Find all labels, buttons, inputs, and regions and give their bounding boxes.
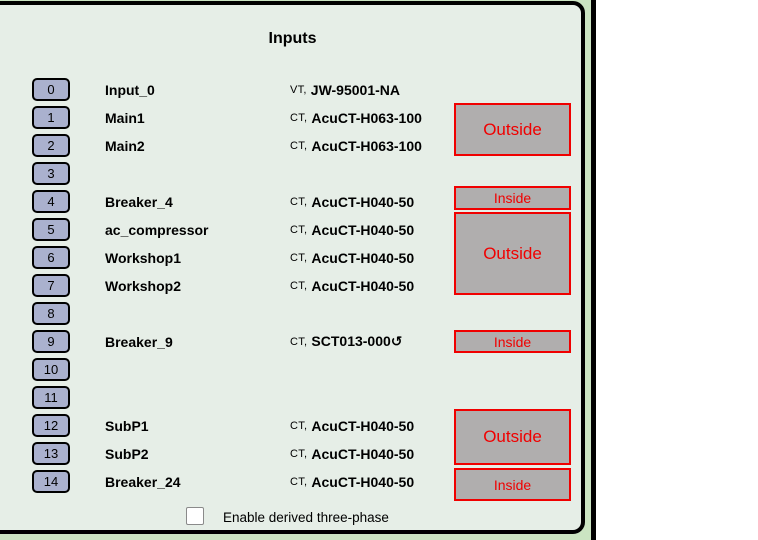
input-row: 0 Input_0 VT,JW-95001-NA — [0, 78, 585, 101]
sensor-type: VT, — [290, 83, 307, 96]
input-row: 13 SubP2 CT,AcuCT-H040-50 — [0, 442, 585, 465]
input-row: 5 ac_compressor CT,AcuCT-H040-50 — [0, 218, 585, 241]
input-name: SubP2 — [105, 445, 149, 462]
sensor-info: CT,AcuCT-H040-50 — [290, 274, 414, 297]
sensor-type: CT, — [290, 195, 308, 208]
input-name: Breaker_9 — [105, 333, 173, 350]
input-row: 14 Breaker_24 CT,AcuCT-H040-50 — [0, 470, 585, 493]
channel-button-2[interactable]: 2 — [32, 134, 70, 157]
sensor-model: AcuCT-H040-50 — [311, 473, 415, 490]
sensor-info: CT,SCT013-000↺ — [290, 330, 403, 353]
input-row: 11 — [0, 386, 585, 409]
sensor-model: AcuCT-H040-50 — [311, 277, 415, 294]
channel-button-11[interactable]: 11 — [32, 386, 70, 409]
sensor-type: CT, — [290, 223, 308, 236]
sensor-info — [290, 386, 294, 409]
sensor-info: CT,AcuCT-H040-50 — [290, 414, 414, 437]
input-row: 4 Breaker_4 CT,AcuCT-H040-50 — [0, 190, 585, 213]
channel-button-12[interactable]: 12 — [32, 414, 70, 437]
window-edge-line — [591, 0, 596, 540]
sensor-model: AcuCT-H063-100 — [311, 109, 422, 126]
input-row: 3 — [0, 162, 585, 185]
sensor-type: CT, — [290, 447, 308, 460]
location-box-inside[interactable]: Inside — [454, 330, 571, 353]
sensor-model: AcuCT-H040-50 — [311, 193, 415, 210]
sensor-type: CT, — [290, 335, 308, 348]
input-name: Breaker_24 — [105, 473, 181, 490]
sensor-info: CT,AcuCT-H040-50 — [290, 442, 414, 465]
channel-button-9[interactable]: 9 — [32, 330, 70, 353]
channel-button-6[interactable]: 6 — [32, 246, 70, 269]
sensor-model: AcuCT-H040-50 — [311, 445, 415, 462]
sensor-info: CT,AcuCT-H063-100 — [290, 106, 422, 129]
sensor-model: AcuCT-H040-50 — [311, 249, 415, 266]
sensor-info — [290, 162, 294, 185]
sensor-type: CT, — [290, 419, 308, 432]
sensor-model: SCT013-000↺ — [311, 333, 403, 349]
channel-button-4[interactable]: 4 — [32, 190, 70, 213]
channel-button-13[interactable]: 13 — [32, 442, 70, 465]
channel-button-0[interactable]: 0 — [32, 78, 70, 101]
input-name: Input_0 — [105, 81, 155, 98]
derived-three-phase-checkbox[interactable] — [186, 507, 204, 525]
sensor-info: CT,AcuCT-H040-50 — [290, 190, 414, 213]
sensor-info: CT,AcuCT-H040-50 — [290, 218, 414, 241]
sensor-type: CT, — [290, 139, 308, 152]
channel-button-8[interactable]: 8 — [32, 302, 70, 325]
input-name: Workshop2 — [105, 277, 181, 294]
location-box-inside[interactable]: Inside — [454, 468, 571, 501]
sensor-type: CT, — [290, 251, 308, 264]
input-name: Breaker_4 — [105, 193, 173, 210]
sensor-model: JW-95001-NA — [310, 81, 400, 98]
sensor-info: VT,JW-95001-NA — [290, 78, 400, 101]
channel-button-3[interactable]: 3 — [32, 162, 70, 185]
input-name: SubP1 — [105, 417, 149, 434]
derived-three-phase-label: Enable derived three-phase — [223, 509, 389, 525]
sensor-model: AcuCT-H040-50 — [311, 417, 415, 434]
sensor-model: AcuCT-H063-100 — [311, 137, 422, 154]
channel-button-5[interactable]: 5 — [32, 218, 70, 241]
input-row: 1 Main1 CT,AcuCT-H063-100 — [0, 106, 585, 129]
channel-button-10[interactable]: 10 — [32, 358, 70, 381]
input-row: 2 Main2 CT,AcuCT-H063-100 — [0, 134, 585, 157]
channel-button-1[interactable]: 1 — [32, 106, 70, 129]
sensor-type: CT, — [290, 475, 308, 488]
sensor-type: CT, — [290, 111, 308, 124]
input-row: 10 — [0, 358, 585, 381]
sensor-info: CT,AcuCT-H040-50 — [290, 246, 414, 269]
derived-three-phase-row: Enable derived three-phase — [0, 505, 585, 529]
location-box-outside[interactable]: Outside — [454, 212, 571, 295]
sensor-type: CT, — [290, 279, 308, 292]
input-name: Main1 — [105, 109, 145, 126]
input-row: 8 — [0, 302, 585, 325]
input-row: 7 Workshop2 CT,AcuCT-H040-50 — [0, 274, 585, 297]
input-name: ac_compressor — [105, 221, 209, 238]
location-box-outside[interactable]: Outside — [454, 103, 571, 156]
location-box-inside[interactable]: Inside — [454, 186, 571, 210]
sensor-info — [290, 302, 294, 325]
panel-title: Inputs — [268, 30, 317, 47]
input-name: Main2 — [105, 137, 145, 154]
input-row: 12 SubP1 CT,AcuCT-H040-50 — [0, 414, 585, 437]
channel-button-14[interactable]: 14 — [32, 470, 70, 493]
input-row: 9 Breaker_9 CT,SCT013-000↺ — [0, 330, 585, 353]
input-row: 6 Workshop1 CT,AcuCT-H040-50 — [0, 246, 585, 269]
sensor-info: CT,AcuCT-H040-50 — [290, 470, 414, 493]
channel-button-7[interactable]: 7 — [32, 274, 70, 297]
sensor-info — [290, 358, 294, 381]
location-box-outside[interactable]: Outside — [454, 409, 571, 465]
sensor-model: AcuCT-H040-50 — [311, 221, 415, 238]
sensor-info: CT,AcuCT-H063-100 — [290, 134, 422, 157]
input-name: Workshop1 — [105, 249, 181, 266]
